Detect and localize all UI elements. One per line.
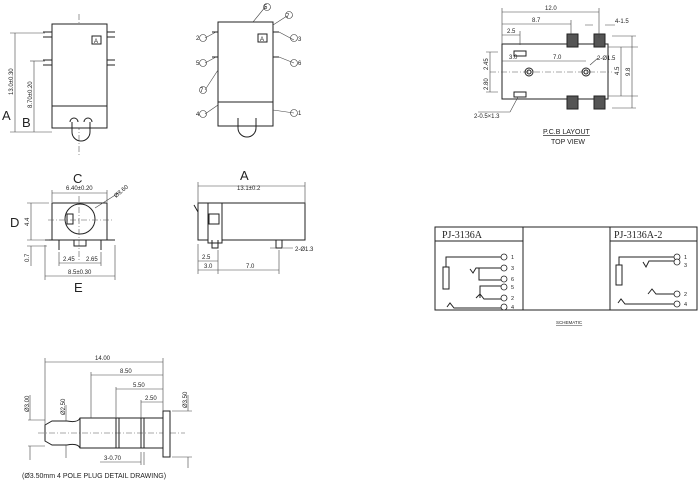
pcb-layout: 12.0 8.7 2.5 4-1.5 3.0 7.0 2-Ø1.5 4.5 9.… — [474, 6, 638, 146]
dim-right: 2.65 — [86, 257, 98, 263]
dim-bands: 3-0.70 — [104, 456, 122, 462]
callout: 1 — [298, 111, 302, 117]
pin-number: 4 — [684, 302, 687, 308]
label-a: A — [2, 108, 11, 123]
plug-detail: 14.00 8.50 5.50 2.50 Ø3.00 Ø2.50 Ø3.50 3… — [22, 356, 192, 480]
label-d: D — [10, 215, 19, 230]
dim-upper: 2.45 — [484, 58, 490, 70]
dim-d2: 8.50 — [120, 369, 132, 375]
dim-b: 8.70±0.20 — [28, 81, 34, 108]
dim-lower: 2.80 — [484, 78, 490, 90]
callout: 5 — [196, 61, 200, 67]
marker-box — [91, 35, 102, 45]
label-e: E — [74, 280, 83, 295]
dim-d3: 5.50 — [133, 383, 145, 389]
dim-e: 8.5±0.30 — [68, 270, 92, 276]
dim-d: 4.4 — [25, 217, 31, 226]
callout: 5 — [264, 5, 268, 11]
label-b: B — [22, 115, 31, 130]
pcb-title: P.C.B LAYOUT — [543, 129, 591, 136]
dim-holes: 2-Ø1.3 — [295, 247, 314, 253]
dim-pin: 0.7 — [25, 253, 31, 262]
dim-dia-flange: Ø3.50 — [183, 391, 189, 408]
top-view: A A B 13.0±0.30 8.70±0.20 — [2, 14, 115, 155]
dim-dia-shaft: Ø2.50 — [61, 398, 67, 415]
marker-label: A — [260, 37, 264, 43]
dim-a: 13.0±0.30 — [9, 68, 15, 95]
dim-dia: Ø3.60 — [113, 184, 130, 200]
dim-pads: 4-1.5 — [615, 19, 629, 25]
callout: 6 — [298, 61, 302, 67]
dim-hole-offset: 3.0 — [509, 55, 518, 61]
dim-length: 14.00 — [95, 356, 111, 362]
model-name: PJ-3136A-2 — [614, 230, 662, 241]
pin-number: 4 — [511, 305, 514, 311]
dim-dia-tip: Ø3.00 — [25, 395, 31, 412]
pin-number: 1 — [684, 255, 687, 261]
dim-d1: 2.5 — [202, 255, 211, 261]
callout: 7 — [286, 14, 290, 20]
dim-edge: 2.5 — [507, 29, 516, 35]
pin-number: 3 — [684, 263, 687, 269]
schematic-pja: 1 3 6 5 2 4 — [442, 253, 514, 311]
dim-holes: 2-Ø1.5 — [597, 56, 616, 62]
label-a: A — [240, 168, 249, 183]
dim-inner-height: 4.5 — [615, 66, 621, 75]
dim-d2: 3.0 — [204, 264, 213, 270]
dim-d3: 7.0 — [246, 264, 255, 270]
pin-number: 5 — [511, 285, 514, 291]
front-view: C 6.40±0.20 Ø3.60 D 4.4 0.7 2.45 2.65 8.… — [10, 171, 130, 295]
pin-number: 2 — [684, 292, 687, 298]
marker-label: A — [94, 39, 98, 45]
pin-number: 3 — [511, 266, 514, 272]
pin-number: 1 — [511, 255, 514, 261]
side-view: A 13.1±0.2 2.5 3.0 7.0 2-Ø1.3 — [193, 168, 314, 274]
pin-number: 2 — [511, 296, 514, 302]
dim-pad-pitch: 8.7 — [532, 18, 541, 24]
dim-a: 13.1±0.2 — [237, 186, 261, 192]
callout: 7 — [200, 88, 204, 94]
callouts: 5 7 2 3 5 6 7 4 1 — [196, 5, 302, 118]
dim-left: 2.45 — [63, 257, 75, 263]
pcb-subtitle: TOP VIEW — [551, 139, 585, 146]
dim-overall: 12.0 — [545, 6, 557, 12]
schematic-pja2: 1 3 2 4 — [615, 253, 687, 308]
dim-slots: 2-0.5×1.3 — [474, 114, 500, 120]
callout: 4 — [196, 112, 200, 118]
model-name: PJ-3136A — [442, 230, 483, 241]
dim-d4: 2.50 — [145, 396, 157, 402]
plug-caption: (Ø3.50mm 4 POLE PLUG DETAIL DRAWING) — [22, 473, 166, 480]
schematic-caption: SCHEMATIC — [556, 320, 583, 325]
pin-number: 6 — [511, 277, 514, 283]
callout: 2 — [196, 36, 200, 42]
dim-c: 6.40±0.20 — [66, 186, 93, 192]
pin-view: A 5 7 2 3 5 6 7 4 1 — [196, 3, 302, 138]
dim-hole-pitch: 7.0 — [553, 55, 562, 61]
callout: 3 — [298, 37, 302, 43]
schematic-table: PJ-3136A PJ-3136A-2 1 3 6 5 2 4 — [434, 226, 698, 325]
label-c: C — [73, 171, 82, 186]
dim-outer-height: 9.8 — [626, 67, 632, 76]
